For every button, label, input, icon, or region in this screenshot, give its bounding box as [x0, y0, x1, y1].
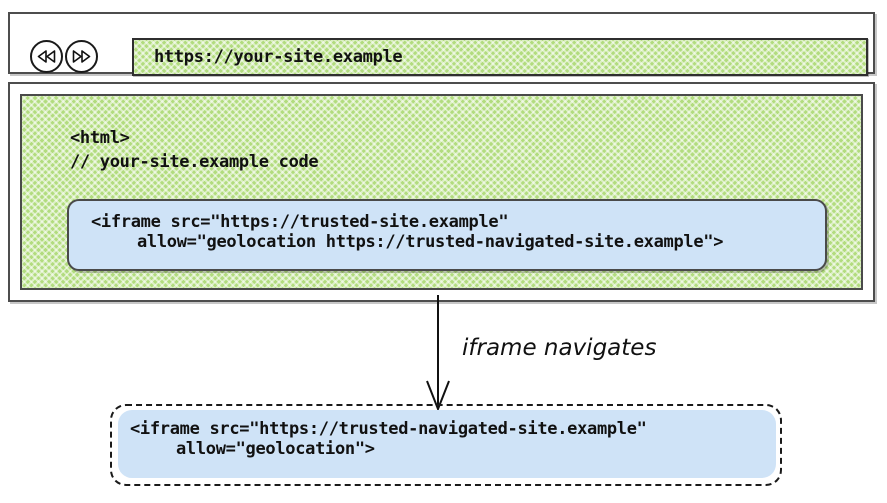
host-code-line-2: // your-site.example code	[70, 152, 319, 172]
navigation-arrow-icon	[426, 295, 450, 412]
navigated-iframe-code-block: <iframe src="https://trusted-navigated-s…	[118, 410, 776, 478]
navigated-iframe-line-1: <iframe src="https://trusted-navigated-s…	[130, 419, 647, 439]
navigated-iframe-group: <iframe src="https://trusted-navigated-s…	[110, 404, 782, 486]
page-viewport: <html> // your-site.example code <iframe…	[8, 82, 875, 302]
embedded-iframe-line-2: allow="geolocation https://trusted-navig…	[137, 232, 724, 252]
host-code-line-1: <html>	[70, 128, 130, 148]
navigated-iframe-dashed-outline	[110, 404, 782, 486]
navigation-buttons	[30, 40, 98, 73]
browser-chrome-bar: https://your-site.example	[8, 12, 875, 76]
embedded-iframe-code-block: <iframe src="https://trusted-site.exampl…	[67, 199, 827, 271]
arrow-annotation-label: iframe navigates	[462, 335, 657, 361]
navigated-iframe-line-2: allow="geolocation">	[176, 439, 375, 459]
host-page-content: <html> // your-site.example code <iframe…	[20, 94, 863, 290]
forward-icon[interactable]	[65, 40, 98, 73]
embedded-iframe-line-1: <iframe src="https://trusted-site.exampl…	[91, 212, 509, 232]
address-bar-value: https://your-site.example	[154, 47, 403, 67]
back-icon[interactable]	[30, 40, 63, 73]
address-bar[interactable]: https://your-site.example	[132, 38, 868, 76]
